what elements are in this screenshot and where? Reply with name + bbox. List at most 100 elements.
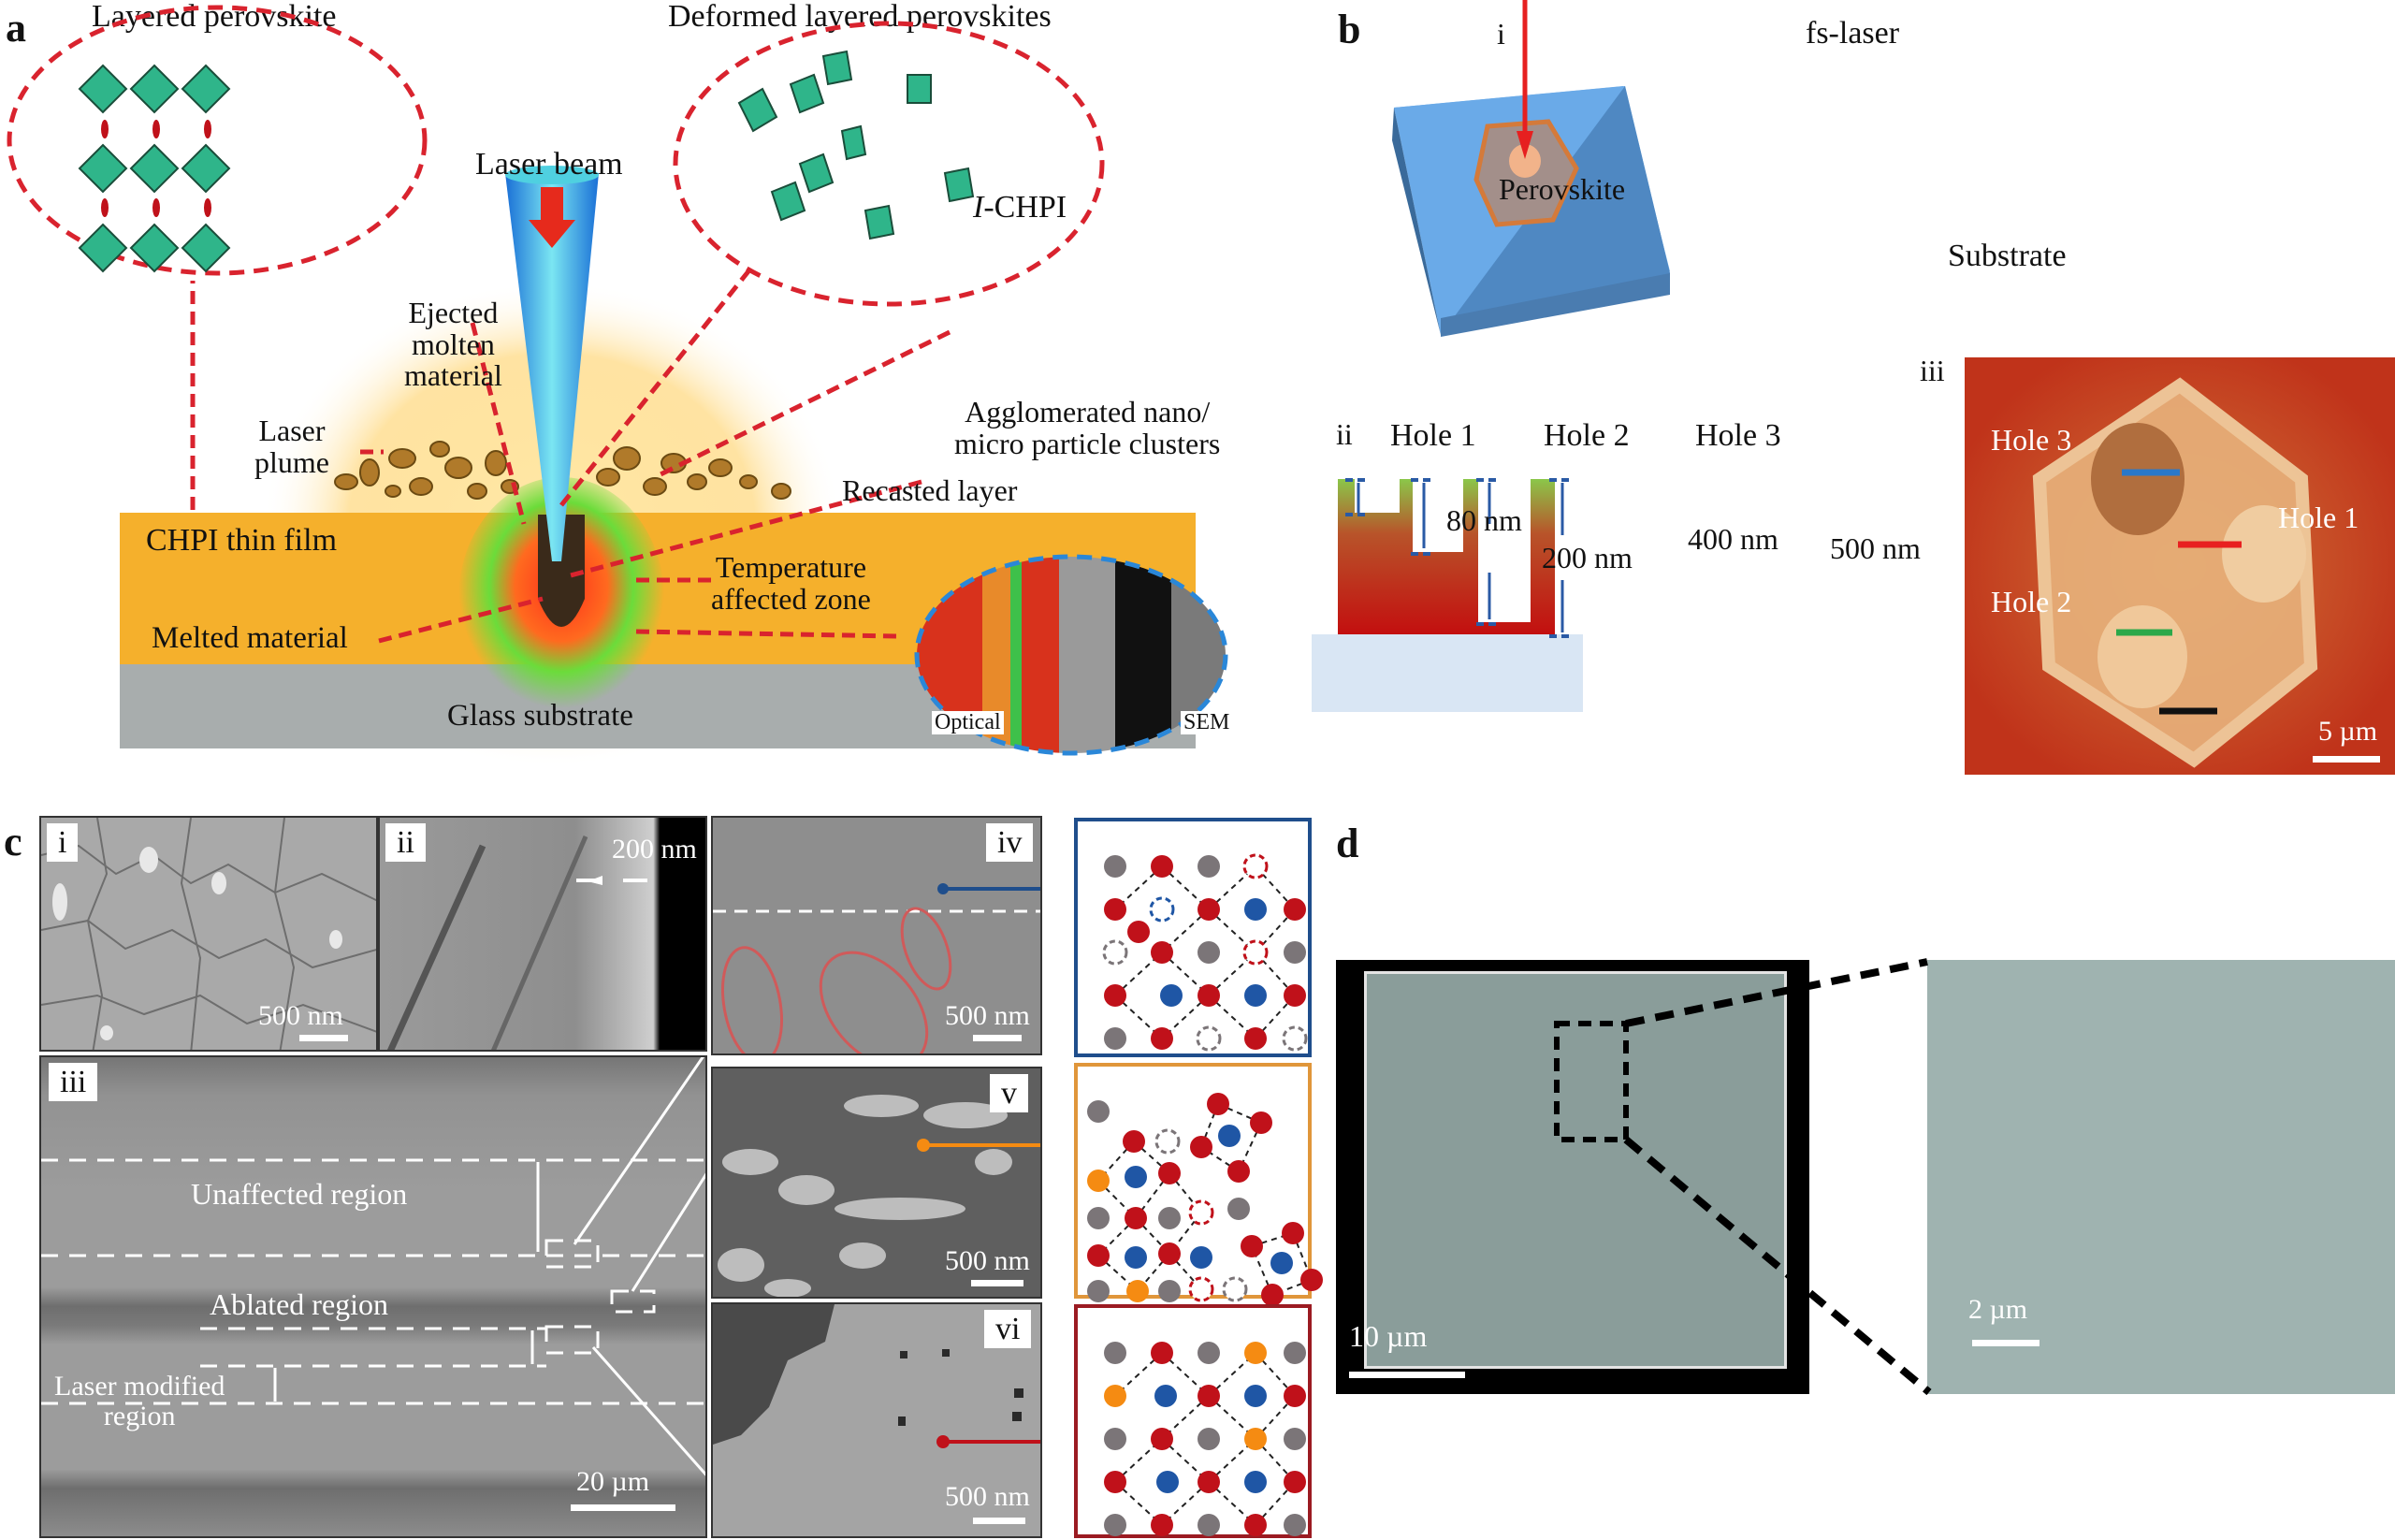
atom-gray: [1158, 1207, 1181, 1229]
atom-gray: [1104, 1514, 1126, 1536]
atom-red: [1284, 898, 1306, 921]
substrate-front: [1441, 273, 1670, 337]
afm-hole-3-label: Hole 3: [1991, 423, 2072, 457]
perovskite-label: Perovskite: [1499, 172, 1626, 206]
atom-red: [1261, 1284, 1284, 1306]
vacancy-site: [1154, 1128, 1181, 1155]
sub-label-c-ii: ii: [385, 823, 426, 863]
fs-laser-text: fs-laser: [1806, 16, 1900, 51]
atom-blue: [1244, 898, 1267, 921]
panel-label-a: a: [6, 5, 26, 51]
scale-label-c-ii: 200 nm: [612, 834, 697, 864]
atom-red: [1284, 1471, 1306, 1493]
lattice-vi-atoms: [1104, 1342, 1306, 1536]
atom-red: [1207, 1093, 1229, 1115]
lattice-bond: [1168, 1253, 1202, 1290]
cross-section-substrate: [1312, 634, 1583, 712]
atom-red: [1127, 921, 1150, 943]
sem-label: SEM: [1181, 710, 1233, 735]
inset-blue-circle: [914, 554, 1228, 756]
afm-hexagon: [2032, 377, 2318, 768]
afm-hole-1-label: Hole 1: [2278, 501, 2359, 534]
sub-label-c-i: i: [47, 823, 79, 863]
lattice-diagram-iv: [1074, 818, 1312, 1057]
atom-gray: [1284, 1514, 1306, 1536]
atom-gray: [1198, 1514, 1220, 1536]
lattice-bond: [1137, 1253, 1170, 1292]
octahedra-grid: [78, 64, 231, 273]
atom-gray: [1198, 941, 1220, 964]
atom-gray: [1284, 1428, 1306, 1450]
atom-red: [1151, 855, 1173, 878]
ejected-line-1: Ejected: [408, 296, 499, 329]
iv-annotations: [713, 883, 1040, 1053]
organic-spacers: [101, 120, 211, 217]
lattice-diagram-vi: [1074, 1304, 1312, 1538]
ablated-region-label: Ablated region: [210, 1287, 389, 1321]
lattice-bond: [1200, 1146, 1240, 1172]
afm-scale-label: 5 µm: [2318, 716, 2378, 747]
fs-laser-arrowhead: [1517, 131, 1533, 159]
atom-red: [1151, 941, 1173, 964]
atom-red: [1284, 984, 1306, 1007]
lattice-bond: [1217, 1103, 1262, 1124]
atom-orange: [1104, 1385, 1126, 1407]
atom-red: [1282, 1222, 1304, 1244]
plume-particles: [334, 441, 791, 500]
atom-red: [1158, 1242, 1181, 1265]
optical-label: Optical: [932, 710, 1004, 735]
vacancy-site: [1222, 1276, 1248, 1302]
vi-surface: [713, 1304, 1040, 1448]
laser-beam-cone: [505, 173, 599, 561]
grain-boundaries: [41, 818, 376, 1050]
scale-label-d-2um: 2 µm: [1968, 1294, 2028, 1325]
vacancy-site: [1188, 1199, 1214, 1226]
atom-gray: [1087, 1207, 1110, 1229]
depth-400nm: 400 nm: [1688, 522, 1778, 556]
atom-red: [1151, 1027, 1173, 1050]
laser-plume-label: Laser plume: [254, 414, 329, 478]
lattice-v-atoms: [1087, 1093, 1323, 1306]
atom-gray: [1087, 1280, 1110, 1302]
sem-image-iv: iv 500 nm: [711, 816, 1042, 1055]
melt-crater: [538, 515, 585, 627]
atom-red: [1104, 1471, 1126, 1493]
atom-red: [1125, 1207, 1147, 1229]
atom-red: [1104, 898, 1126, 921]
deformed-octahedra: [737, 50, 975, 240]
substrate-diagram: [1392, 0, 1670, 337]
vacancy-site: [1282, 1025, 1308, 1052]
atom-blue: [1244, 984, 1267, 1007]
scale-label-c-i: 500 nm: [258, 1000, 343, 1031]
ejected-line-2: molten: [411, 327, 495, 361]
atom-blue: [1160, 984, 1183, 1007]
scale-bar-d-10um: [1349, 1372, 1465, 1378]
atom-red: [1241, 1235, 1263, 1257]
fs-laser-label: fs-laser: [1534, 17, 1899, 51]
atom-gray: [1104, 855, 1126, 878]
temperature-zone-label: Temperature affected zone: [711, 551, 871, 615]
v-grains: [718, 1095, 1040, 1297]
atom-blue: [1154, 1385, 1177, 1407]
laser-modified-line-2: region: [103, 1400, 176, 1431]
atom-red: [1227, 1160, 1250, 1183]
atom-gray: [1087, 1100, 1110, 1123]
cross-section-diagram: [1312, 478, 1583, 712]
sem-image-iii: iii Unaffected region Ablated region Las…: [39, 1055, 707, 1538]
atom-gray: [1227, 1198, 1250, 1220]
lattice-diagram-v: [1074, 1063, 1323, 1306]
hole-3-label: Hole 3: [1695, 418, 1781, 453]
panel-a-diagram: [7, 5, 1228, 767]
atom-red: [1104, 984, 1126, 1007]
i-chpi-italic: I: [973, 190, 984, 225]
sub-label-c-vi: vi: [984, 1310, 1032, 1349]
hole-2-label: Hole 2: [1544, 418, 1630, 453]
vacancy-site: [1242, 939, 1269, 966]
atom-red: [1087, 1244, 1110, 1267]
depth-ticks: [1345, 478, 1574, 638]
atom-gray: [1104, 1342, 1126, 1364]
atom-orange: [1087, 1170, 1110, 1192]
sem-image-d: 10 µm: [1336, 960, 1809, 1394]
agglomerated-line-1: Agglomerated nano/: [965, 395, 1211, 429]
atom-gray: [1198, 855, 1220, 878]
